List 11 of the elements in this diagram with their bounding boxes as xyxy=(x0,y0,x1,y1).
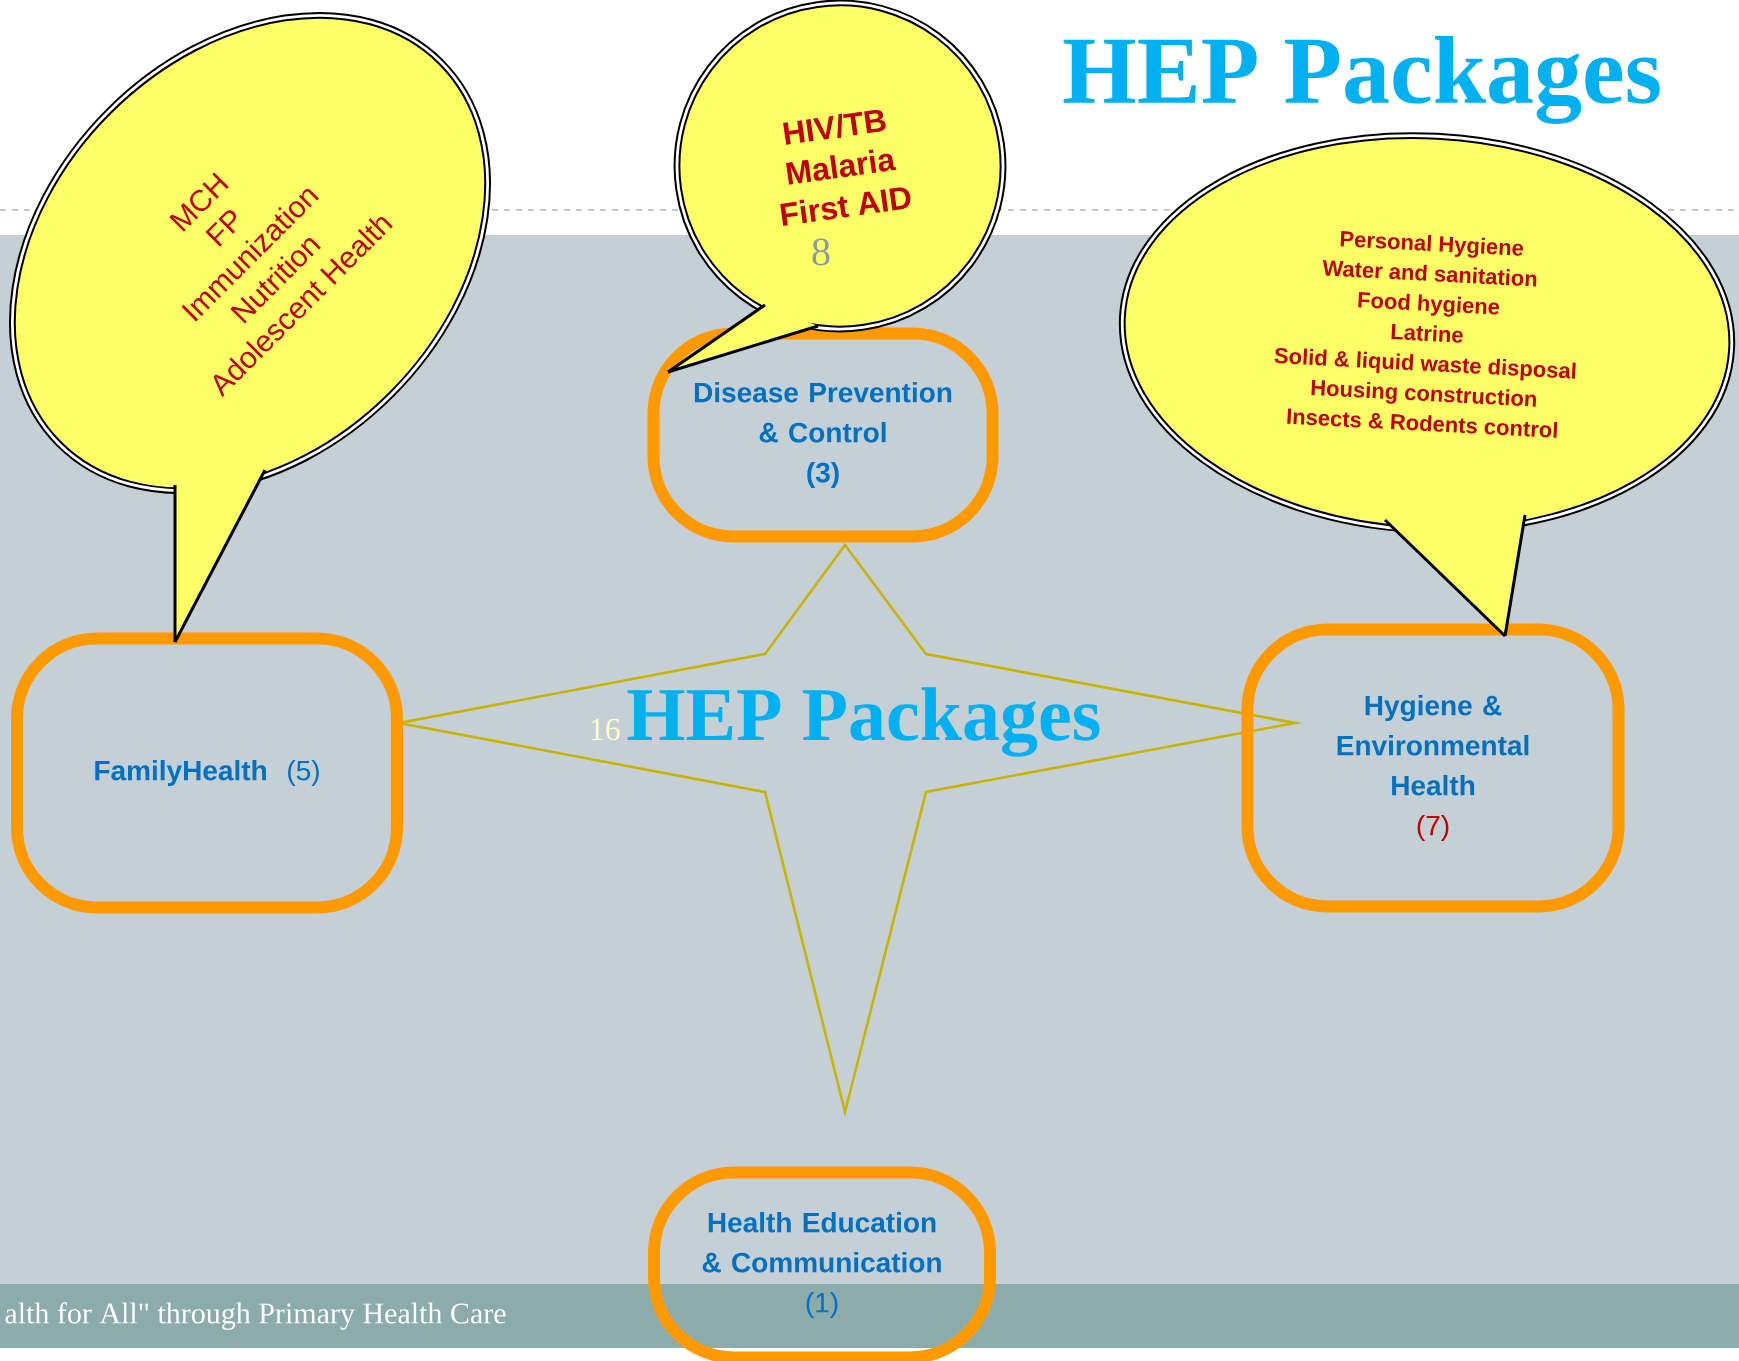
rounded-box: Health Education & Communication (1) xyxy=(648,1166,996,1361)
rounded-box: Disease Prevention & Control (3) xyxy=(647,327,999,543)
rounded-box: Hygiene & Environmental Health (7) xyxy=(1241,623,1625,913)
title: HEP Packages xyxy=(1063,36,1660,124)
speech-bubble-tail xyxy=(173,468,267,644)
slide-number: 8 xyxy=(812,238,830,266)
speech-bubble-tail xyxy=(1383,514,1527,638)
speech-bubble-tail xyxy=(666,303,820,374)
speech-bubble: Personal Hygiene Water and sanitation Food hygiene Latrine Solid & liquid waste disposal Housing construction Insects & Rodents control xyxy=(1119,132,1735,534)
rounded-box: FamilyHealth (5) xyxy=(11,632,403,914)
footer-text: alth for All" through Primary Health Care xyxy=(5,1302,506,1330)
